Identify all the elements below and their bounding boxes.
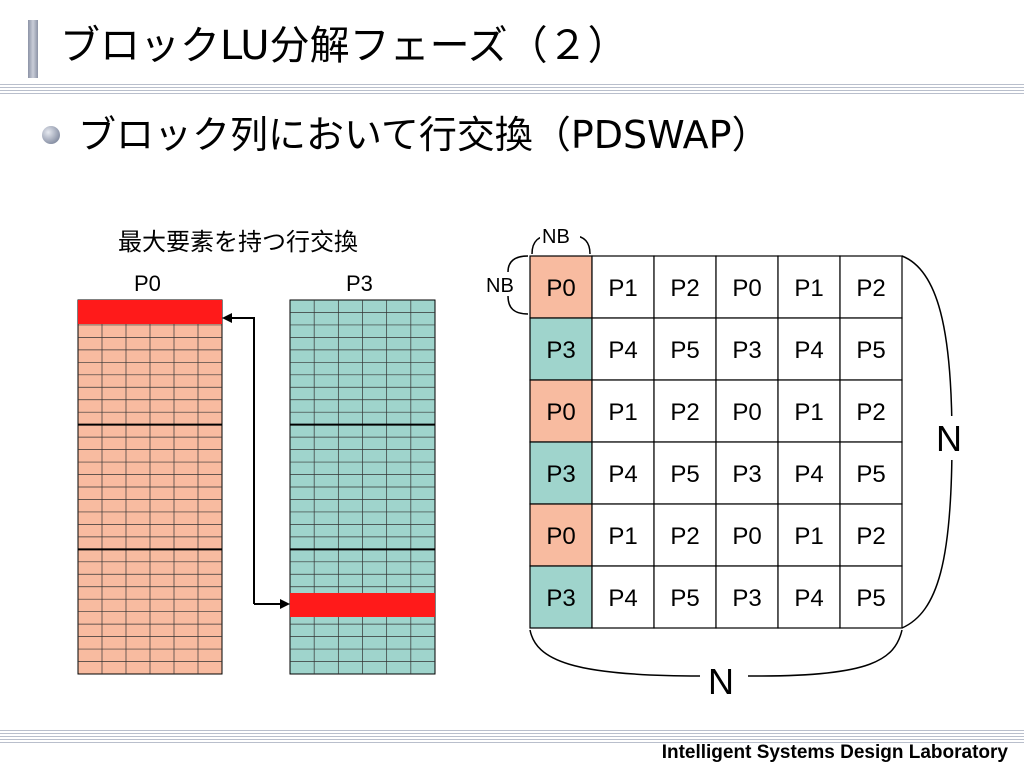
grid-cell xyxy=(653,565,717,629)
grid-cell-label: P1 xyxy=(794,399,823,426)
nb-top-label-bg xyxy=(540,224,580,246)
p3-column-label: P3 xyxy=(346,271,373,296)
grid-cell-label: P5 xyxy=(856,585,885,612)
grid-cell-label: P3 xyxy=(546,337,575,364)
grid-cell-label: P2 xyxy=(670,523,699,550)
grid-cell xyxy=(653,317,717,381)
grid-cell xyxy=(839,379,903,443)
grid-cell xyxy=(529,255,593,319)
grid-cell xyxy=(839,565,903,629)
n-label-right: N xyxy=(936,418,962,459)
grid-cell-label: P3 xyxy=(546,585,575,612)
grid-cell xyxy=(591,255,655,319)
p0-block-gridlines xyxy=(78,300,222,674)
grid-cell xyxy=(839,255,903,319)
grid-cell-label: P0 xyxy=(732,275,761,302)
grid-cell-label: P3 xyxy=(732,337,761,364)
p0-pivot-row xyxy=(78,300,222,324)
grid-cell-label: P2 xyxy=(856,399,885,426)
grid-cell xyxy=(591,503,655,567)
title-accent-bar xyxy=(28,20,38,78)
grid-cell xyxy=(715,503,779,567)
grid-cell xyxy=(653,255,717,319)
p0-column-label: P0 xyxy=(134,271,161,296)
grid-cell xyxy=(715,441,779,505)
grid-cell-label: P4 xyxy=(794,585,823,612)
grid-cell xyxy=(777,565,841,629)
bullet-text: ブロック列において行交換（PDSWAP） xyxy=(78,113,770,157)
grid-cell xyxy=(529,441,593,505)
grid-cell-label: P0 xyxy=(732,523,761,550)
grid-cell-label: P0 xyxy=(546,275,575,302)
grid-cell-label: P1 xyxy=(608,275,637,302)
grid-cell xyxy=(839,317,903,381)
grid-cell-label: P5 xyxy=(856,461,885,488)
grid-cell-label: P4 xyxy=(608,585,637,612)
p3-column-block xyxy=(289,299,436,675)
grid-cell-label: P4 xyxy=(608,461,637,488)
grid-cell-label: P0 xyxy=(546,523,575,550)
grid-cell xyxy=(839,503,903,567)
grid-cell-label: P3 xyxy=(732,461,761,488)
nb-label-left: NB xyxy=(486,275,514,297)
title-divider xyxy=(0,84,1024,96)
grid-cell-label: P1 xyxy=(608,523,637,550)
footer-lab-name: Intelligent Systems Design Laboratory xyxy=(661,742,1008,763)
n-label-bottom: N xyxy=(708,661,734,702)
grid-cell xyxy=(591,317,655,381)
grid-cell-label: P0 xyxy=(732,399,761,426)
grid-cell-label: P2 xyxy=(670,275,699,302)
p3-max-row xyxy=(290,593,435,617)
grid-cell-label: P0 xyxy=(546,399,575,426)
grid-cell xyxy=(715,379,779,443)
n-bottom-label-bg xyxy=(700,658,748,702)
grid-cell-label: P2 xyxy=(856,523,885,550)
grid-cell xyxy=(653,379,717,443)
grid-cell-label: P5 xyxy=(856,337,885,364)
grid-cell-label: P5 xyxy=(670,585,699,612)
p0-column-block xyxy=(77,299,223,675)
grid-cell-label: P4 xyxy=(794,337,823,364)
slide-title: ブロックLU分解フェーズ（２） xyxy=(60,23,628,69)
swap-arrow-to-p0 xyxy=(222,313,255,604)
grid-cell-label: P1 xyxy=(608,399,637,426)
grid-cell-label: P3 xyxy=(732,585,761,612)
grid-cell-label: P3 xyxy=(546,461,575,488)
grid-cell xyxy=(591,565,655,629)
n-right-label-bg xyxy=(932,416,972,460)
grid-cell-label: P5 xyxy=(670,461,699,488)
grid-cell-label: P4 xyxy=(608,337,637,364)
bullet-icon xyxy=(42,126,60,144)
grid-cell xyxy=(591,441,655,505)
grid-cell xyxy=(715,317,779,381)
grid-cell xyxy=(839,441,903,505)
grid-cell xyxy=(529,317,593,381)
grid-cell-label: P2 xyxy=(670,399,699,426)
grid-cell xyxy=(715,565,779,629)
nb-left-label-bg xyxy=(484,272,524,296)
footer-divider xyxy=(0,730,1024,744)
grid-cell-label: P2 xyxy=(856,275,885,302)
swap-caption: 最大要素を持つ行交換 xyxy=(118,228,358,256)
grid-cell-label: P1 xyxy=(794,275,823,302)
nb-label-top: NB xyxy=(542,226,570,248)
grid-cell xyxy=(529,565,593,629)
grid-cell-label: P1 xyxy=(794,523,823,550)
grid-cell xyxy=(777,317,841,381)
grid-cell xyxy=(777,441,841,505)
grid-cell xyxy=(777,503,841,567)
grid-cell-label: P5 xyxy=(670,337,699,364)
grid-cell-label: P4 xyxy=(794,461,823,488)
